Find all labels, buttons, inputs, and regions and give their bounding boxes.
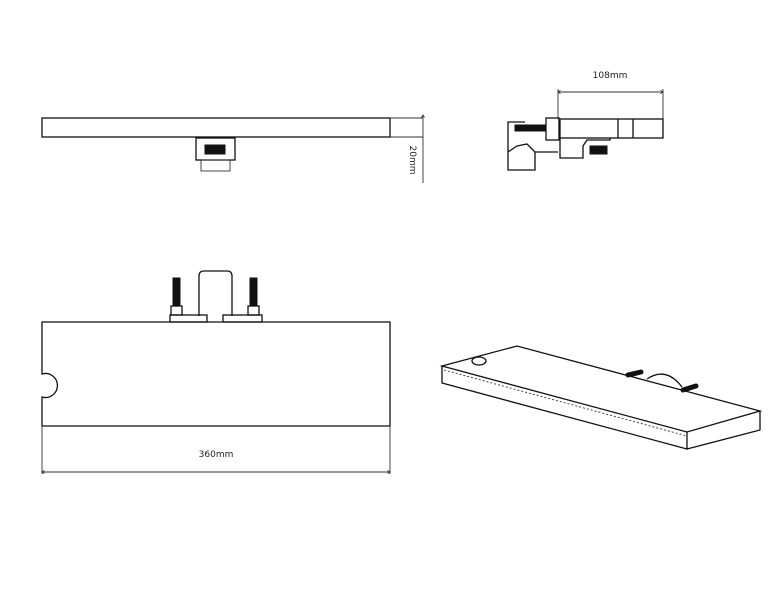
iso-bolt-left bbox=[625, 369, 644, 378]
bracket-lower bbox=[559, 138, 611, 159]
edge-hatch bbox=[443, 369, 688, 437]
front-view: 20mm bbox=[41, 115, 423, 183]
extension-lines bbox=[557, 89, 664, 119]
shelf-side-faces bbox=[441, 366, 761, 450]
nut bbox=[545, 117, 560, 141]
iso-bolt-right bbox=[680, 383, 699, 393]
bolt-right bbox=[249, 277, 258, 307]
shelf-top bbox=[41, 321, 391, 427]
bracket-foot bbox=[200, 159, 231, 172]
plan-view: 360mm bbox=[41, 270, 391, 474]
clamp-screw bbox=[589, 145, 608, 155]
center-bracket bbox=[198, 270, 233, 316]
bolt bbox=[514, 124, 547, 132]
hook bbox=[507, 121, 558, 171]
side-view: 108mm bbox=[507, 71, 664, 171]
length-dimension-label: 360mm bbox=[199, 450, 234, 460]
notch bbox=[471, 356, 487, 366]
mount-plate-left bbox=[169, 314, 208, 323]
mount-plate-right bbox=[222, 314, 263, 323]
extension-lines bbox=[41, 426, 391, 474]
bracket-clamp bbox=[204, 144, 226, 155]
shelf-profile bbox=[559, 118, 664, 139]
bolt-left bbox=[172, 277, 181, 307]
iso-bracket bbox=[646, 373, 683, 388]
shelf-top-face bbox=[439, 345, 763, 433]
nut-left bbox=[170, 305, 183, 316]
depth-dimension-label: 108mm bbox=[593, 71, 628, 81]
isometric-view bbox=[439, 345, 763, 450]
shelf-edge bbox=[41, 117, 391, 138]
nut-right bbox=[247, 305, 260, 316]
extension-lines bbox=[390, 117, 423, 138]
height-dimension-label: 20mm bbox=[407, 146, 417, 175]
profile-dividers bbox=[617, 119, 634, 138]
